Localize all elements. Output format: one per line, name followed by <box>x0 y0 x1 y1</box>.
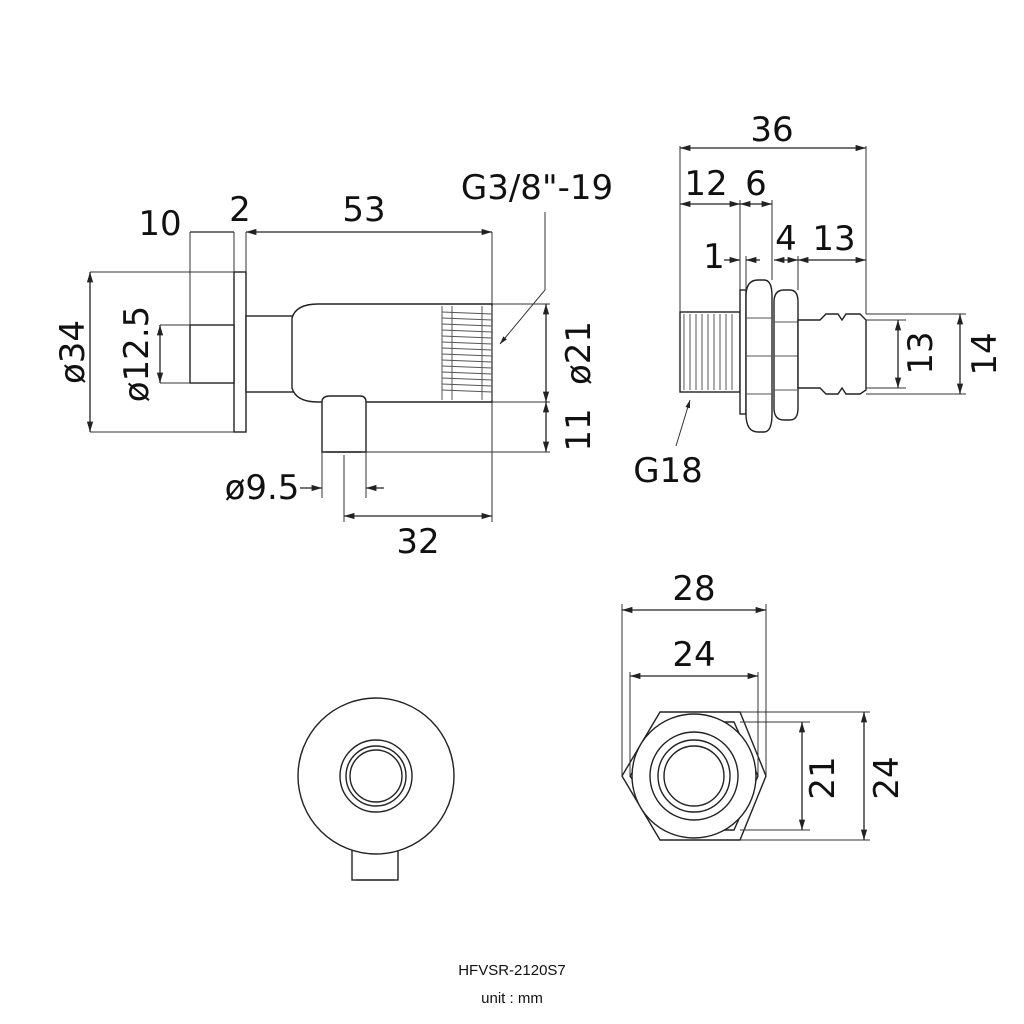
dim-dia34: ø34 <box>53 320 93 384</box>
dim-36: 36 <box>750 110 793 150</box>
model-number: HFVSR-2120S7 <box>458 962 566 979</box>
dim-28: 28 <box>672 569 715 609</box>
dim-dia12-5: ø12.5 <box>117 306 157 403</box>
washer <box>739 289 747 415</box>
dim-10: 10 <box>138 204 181 244</box>
outlet-spout <box>321 395 367 453</box>
dim-dia9-5: ø9.5 <box>225 468 300 508</box>
side-view: 10 2 53 G3/8"-19 ø34 ø12.5 ø21 11 ø9.5 <box>53 168 613 562</box>
body-neck <box>245 315 297 393</box>
dim-12: 12 <box>684 164 727 204</box>
dim-24-side: 24 <box>867 756 907 799</box>
dim-2: 2 <box>229 190 251 230</box>
flange-bore <box>349 749 403 803</box>
dim-1: 1 <box>703 237 725 277</box>
dim-6: 6 <box>745 164 767 204</box>
dim-32: 32 <box>396 522 439 562</box>
hex-bore <box>663 745 725 807</box>
front-view-hex: 28 24 21 24 <box>621 569 907 841</box>
dim-13-top: 13 <box>812 219 855 259</box>
dim-14: 14 <box>965 332 1005 375</box>
nut-side-view: 36 12 6 1 4 13 13 14 G18 <box>633 110 1005 491</box>
unit-label: unit : mm <box>481 990 543 1007</box>
dim-53: 53 <box>342 190 385 230</box>
dim-13-side: 13 <box>901 331 941 374</box>
dim-24-top: 24 <box>672 635 715 675</box>
thread-label: G3/8"-19 <box>461 168 613 208</box>
nut-threaded-shank <box>679 311 741 393</box>
shank-thread <box>683 314 733 390</box>
dim-dia21: ø21 <box>559 321 599 385</box>
hex-nut-2 <box>773 289 799 421</box>
body-thread <box>441 306 493 400</box>
hose-barb <box>797 313 867 395</box>
dim-11: 11 <box>559 408 599 451</box>
dim-4: 4 <box>775 219 797 259</box>
dim-21: 21 <box>803 756 843 799</box>
flange-plate <box>233 271 247 433</box>
front-view-flange <box>297 697 455 881</box>
thread-g18: G18 <box>633 451 703 491</box>
inlet-stub <box>189 324 235 384</box>
